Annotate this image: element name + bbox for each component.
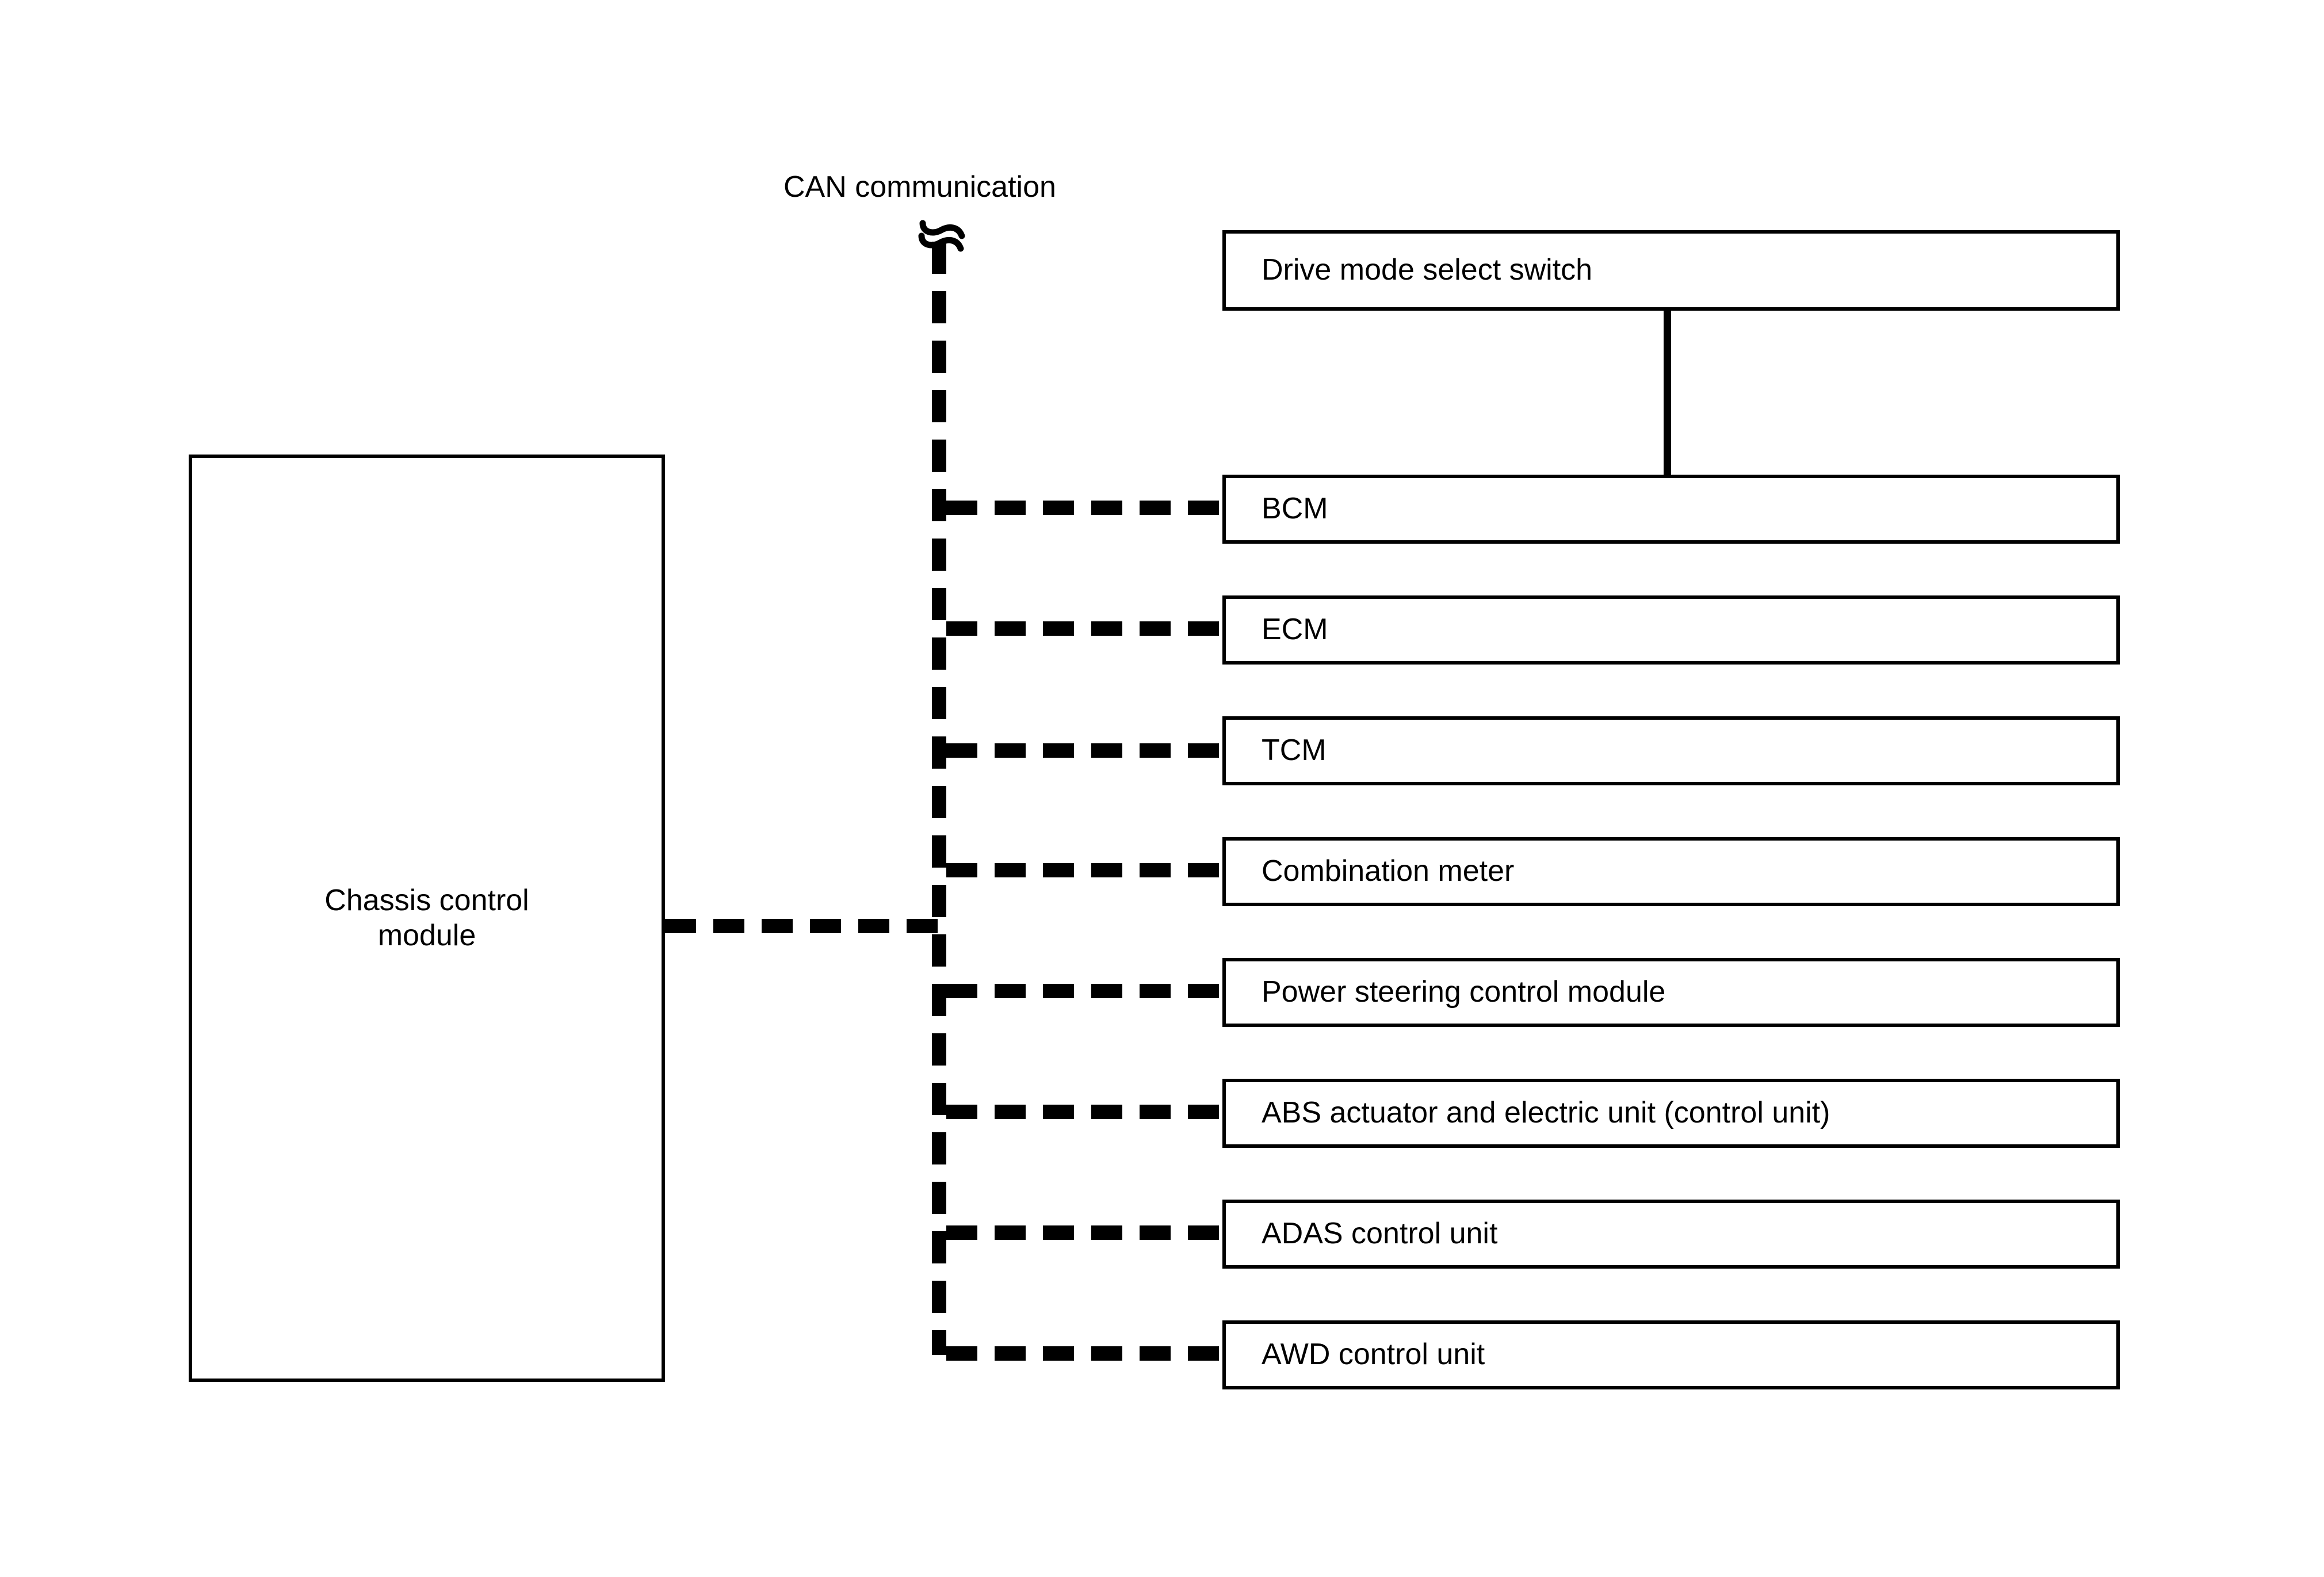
node-label-awd-control-unit: AWD control unit — [1262, 1338, 1485, 1372]
chassis-control-module-box[interactable]: Chassis control module — [189, 455, 665, 1382]
node-box-bcm[interactable]: BCM — [1222, 475, 2120, 544]
can-branch-awd-control-unit — [946, 1346, 1224, 1361]
node-box-adas-control-unit[interactable]: ADAS control unit — [1222, 1200, 2120, 1269]
can-branch-combination-meter — [946, 863, 1224, 877]
node-box-combination-meter[interactable]: Combination meter — [1222, 837, 2120, 906]
node-label-tcm: TCM — [1262, 734, 1327, 768]
chassis-control-module-label: Chassis control module — [324, 883, 529, 952]
can-branch-power-steering-control-module — [946, 984, 1224, 998]
node-label-adas-control-unit: ADAS control unit — [1262, 1217, 1498, 1251]
can-branch-adas-control-unit — [946, 1225, 1224, 1240]
node-label-power-steering-control-module: Power steering control module — [1262, 975, 1666, 1009]
can-branch-bcm — [946, 501, 1224, 515]
node-label-combination-meter: Combination meter — [1262, 854, 1515, 888]
node-label-abs-actuator-and-electric-unit: ABS actuator and electric unit (control … — [1262, 1096, 1830, 1130]
node-box-tcm[interactable]: TCM — [1222, 716, 2120, 785]
node-label-ecm: ECM — [1262, 613, 1328, 647]
node-box-power-steering-control-module[interactable]: Power steering control module — [1222, 958, 2120, 1027]
can-branch-tcm — [946, 743, 1224, 758]
node-box-ecm[interactable]: ECM — [1222, 595, 2120, 665]
node-box-abs-actuator-and-electric-unit[interactable]: ABS actuator and electric unit (control … — [1222, 1079, 2120, 1148]
can-communication-label: CAN communication — [783, 170, 1056, 204]
can-bus-trunk — [932, 242, 946, 1355]
node-box-awd-control-unit[interactable]: AWD control unit — [1222, 1320, 2120, 1389]
node-box-drive-mode-select-switch[interactable]: Drive mode select switch — [1222, 230, 2120, 311]
node-label-drive-mode-select-switch: Drive mode select switch — [1262, 253, 1593, 287]
solid-link-drive-mode-switch-to-bcm — [1664, 311, 1671, 478]
bus-break-squiggle-icon — [916, 213, 985, 259]
node-label-bcm: BCM — [1262, 492, 1328, 526]
can-branch-abs-actuator-and-electric-unit — [946, 1105, 1224, 1119]
can-branch-ecm — [946, 621, 1224, 636]
can-link-chassis-control-module — [665, 919, 947, 933]
